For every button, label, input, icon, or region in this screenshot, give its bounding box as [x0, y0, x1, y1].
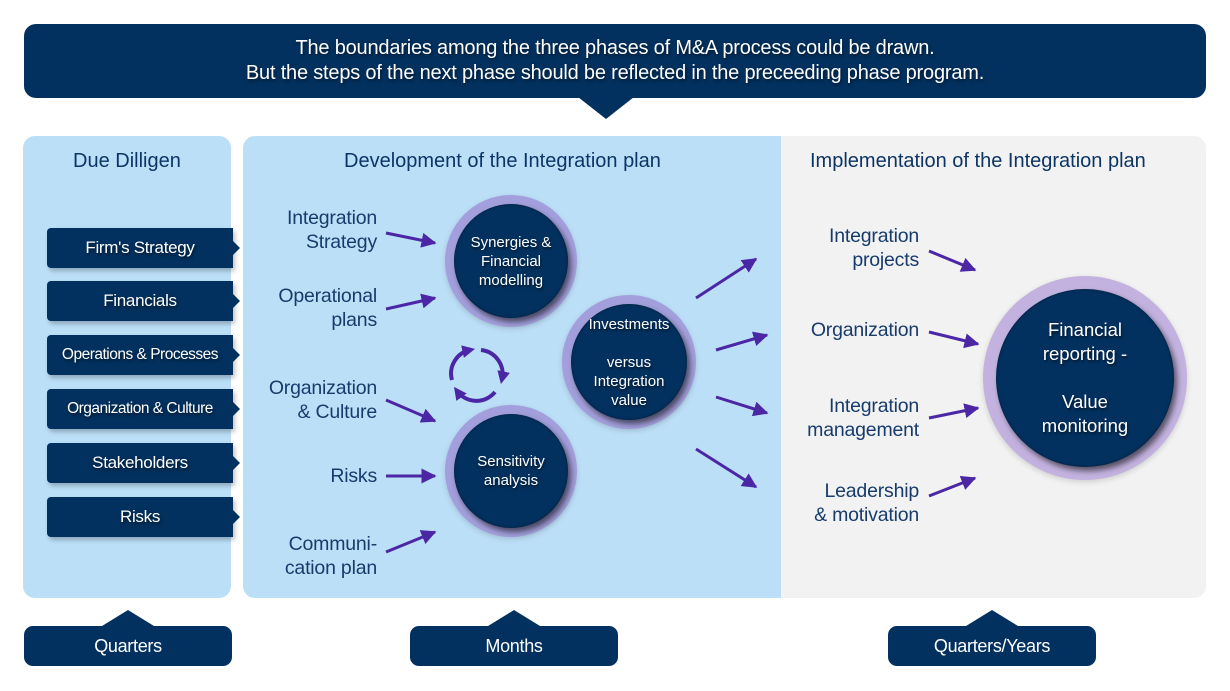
- banner-line-1: The boundaries among the three phases of…: [295, 37, 935, 59]
- development-title: Development of the Integration plan: [344, 150, 661, 172]
- timeframe-due-diligence: Quarters: [24, 610, 232, 666]
- dd-item-firms-strategy[interactable]: Firm's Strategy: [47, 228, 240, 268]
- timeframe-implementation: Quarters/Years: [888, 610, 1096, 666]
- dd-item-stakeholders[interactable]: Stakeholders: [47, 443, 240, 483]
- input-risks: Risks: [330, 465, 377, 487]
- investments-label: Investments versus Integration value: [571, 304, 687, 420]
- dd-item-organization-culture[interactable]: Organization & Culture: [47, 389, 240, 429]
- input-organization-culture: Organization & Culture: [268, 377, 377, 423]
- input-integration-strategy: Integration Strategy: [287, 207, 377, 253]
- dd-item-financials[interactable]: Financials: [47, 281, 240, 321]
- dd-item-operations-processes[interactable]: Operations & Processes: [47, 335, 240, 375]
- synergies-circle: Synergies & Financial modelling: [445, 195, 577, 327]
- financial-reporting-label: Financial reporting - Value monitoring: [996, 289, 1174, 467]
- due-diligence-title: Due Dilligen: [73, 150, 181, 172]
- financial-reporting-circle: Financial reporting - Value monitoring: [983, 276, 1187, 480]
- synergies-label: Synergies & Financial modelling: [454, 204, 568, 318]
- summary-banner: The boundaries among the three phases of…: [24, 24, 1206, 98]
- impl-input-leadership-motivation: Leadership & motivation: [814, 480, 919, 526]
- sensitivity-circle: Sensitivity analysis: [445, 405, 577, 537]
- input-communication-plan: Communi- cation plan: [284, 533, 377, 579]
- sensitivity-label: Sensitivity analysis: [454, 414, 568, 528]
- banner-line-2: But the steps of the next phase should b…: [245, 62, 985, 84]
- dd-item-risks[interactable]: Risks: [47, 497, 240, 537]
- investments-circle: Investments versus Integration value: [562, 295, 696, 429]
- impl-input-organization: Organization: [810, 319, 919, 341]
- input-operational-plans: Operational plans: [278, 285, 377, 331]
- banner-pointer: [578, 97, 634, 119]
- timeframe-development: Months: [410, 610, 618, 666]
- impl-input-integration-management: Integration management: [807, 395, 919, 441]
- implementation-title: Implementation of the Integration plan: [810, 150, 1146, 172]
- impl-input-integration-projects: Integration projects: [829, 225, 919, 271]
